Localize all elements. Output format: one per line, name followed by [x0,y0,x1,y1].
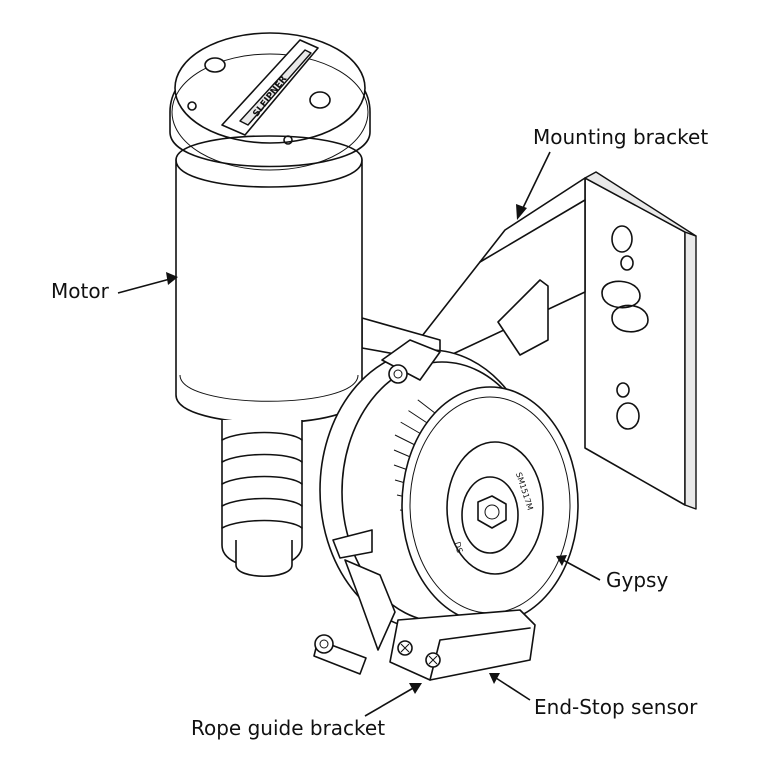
motor [169,32,371,578]
gypsy [393,386,579,624]
rope-guide-bracket [313,529,396,675]
end-stop-sensor-label: End-Stop sensor [534,695,698,719]
motor-label: Motor [51,279,109,303]
mounting-bracket-label: Mounting bracket [533,125,709,149]
mounting-bracket [361,171,697,510]
gypsy-arrow [562,559,601,581]
end-stop-arrow [495,677,531,701]
callout-arrows [117,151,601,717]
rope-guide-bracket-label: Rope guide bracket [191,716,386,740]
mounting-bracket-arrow [520,151,551,213]
rope-guide-arrow [364,686,416,717]
motor-arrow [117,278,171,294]
gypsy-label: Gypsy [606,568,669,592]
end-stop-sensor [389,609,536,681]
gypsy-mark-engraving: DS [453,541,465,554]
